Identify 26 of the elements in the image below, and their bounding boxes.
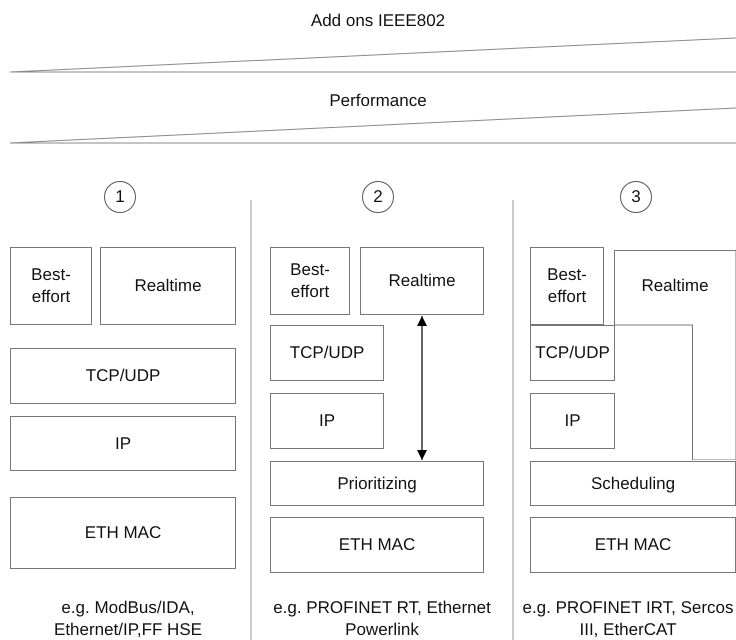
layer-box: ETH MAC xyxy=(10,497,236,569)
layer-box: ETH MAC xyxy=(270,517,484,573)
wedge-label: Add ons IEEE802 xyxy=(310,10,446,32)
layer-box: Best-effort xyxy=(270,247,350,315)
example-note: e.g. ModBus/IDA, Ethernet/IP,FF HSE xyxy=(52,597,204,640)
layer-box: Realtime xyxy=(614,250,736,460)
layer-box: IP xyxy=(10,416,236,471)
layer-box: Realtime xyxy=(100,247,236,325)
layer-box: Scheduling xyxy=(530,461,736,506)
example-note: e.g. PROFINET RT, Ethernet Powerlink xyxy=(272,597,492,640)
layer-box: Prioritizing xyxy=(270,461,484,506)
layer-box: IP xyxy=(530,393,615,449)
layer-box: IP xyxy=(270,393,384,449)
layer-box: ETH MAC xyxy=(530,517,736,573)
number-circle: 3 xyxy=(620,181,652,213)
layer-box: Best-effort xyxy=(530,247,604,325)
layer-box: TCP/UDP xyxy=(270,325,384,381)
layer-box: Realtime xyxy=(360,247,484,315)
number-circle: 2 xyxy=(362,181,394,213)
double-arrow xyxy=(417,316,427,460)
number-circle: 1 xyxy=(104,181,136,213)
layer-box: Best-effort xyxy=(10,247,92,325)
example-note: e.g. PROFINET IRT, Sercos III, EtherCAT xyxy=(522,597,734,640)
layer-box: TCP/UDP xyxy=(530,325,615,381)
layer-box: TCP/UDP xyxy=(10,348,236,404)
wedge-label: Performance xyxy=(328,90,428,112)
